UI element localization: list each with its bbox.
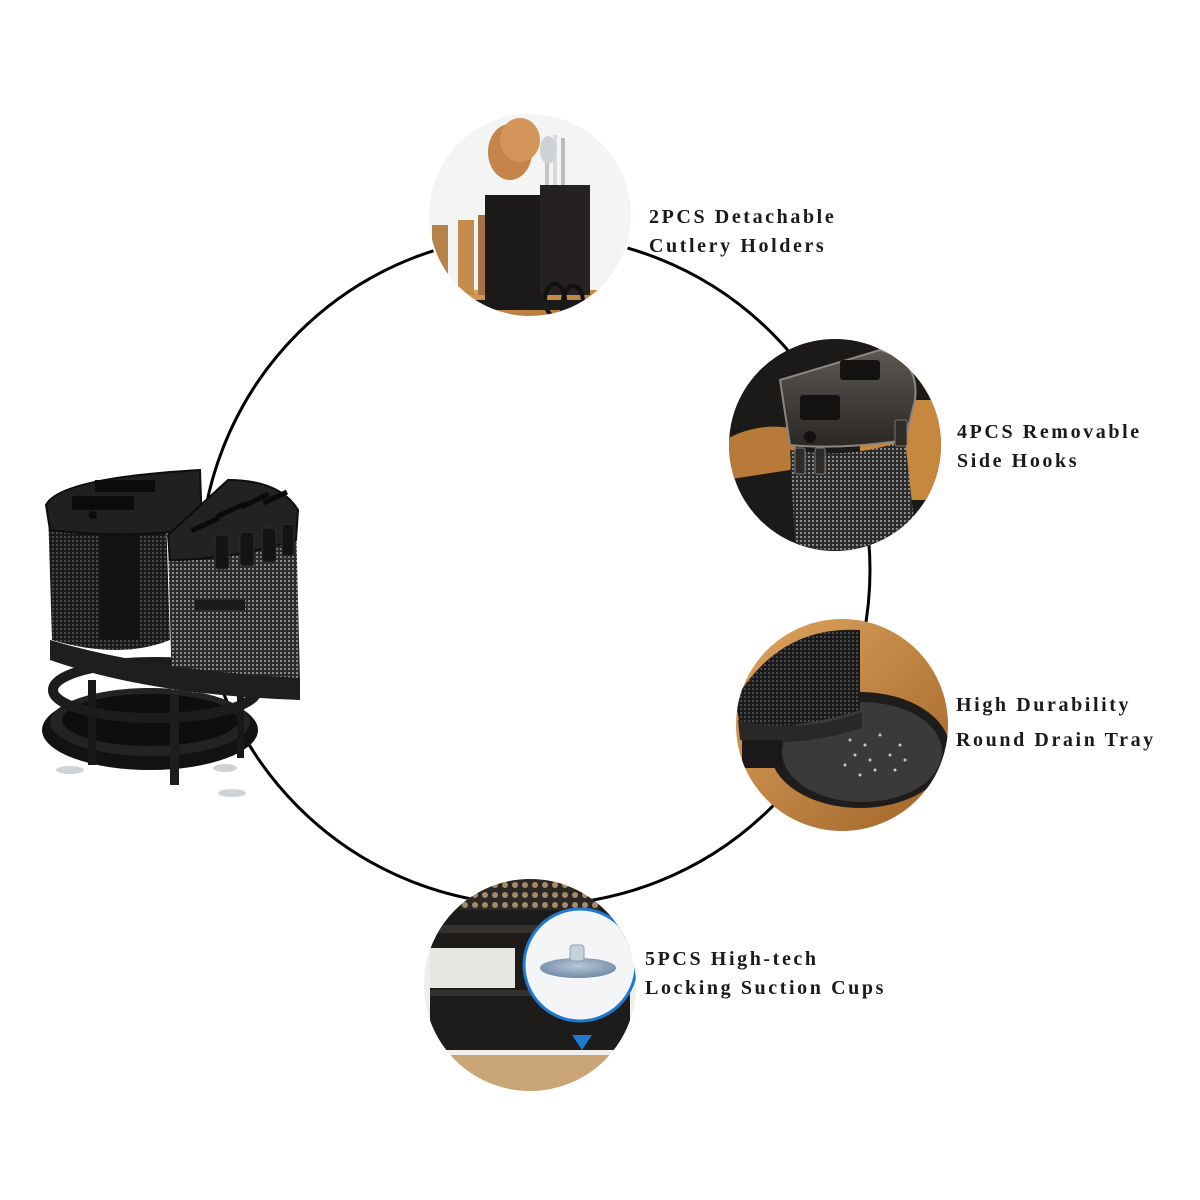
feature-caption-cutlery-holders: 2PCS Detachable Cutlery Holders <box>649 203 836 261</box>
feature-image-cutlery-holders <box>428 113 632 317</box>
caption-line-1: 4PCS Removable <box>957 421 1142 443</box>
feature-caption-drain-tray: High Durability Round Drain Tray <box>956 688 1156 758</box>
caption-line-1: 2PCS Detachable <box>649 206 837 228</box>
feature-caption-suction-cups: 5PCS High-tech Locking Suction Cups <box>645 945 886 1003</box>
feature-caption-side-hooks: 4PCS Removable Side Hooks <box>957 418 1142 476</box>
caption-line-2: Locking Suction Cups <box>645 977 886 999</box>
feature-image-suction-cups <box>424 879 636 1091</box>
connector-ring <box>198 233 872 907</box>
feature-circle-border <box>427 112 633 318</box>
feature-image-side-hooks <box>729 339 941 551</box>
caption-line-2: Side Hooks <box>957 450 1080 472</box>
caption-line-1: 5PCS High-tech <box>645 948 819 970</box>
feature-image-drain-tray <box>736 619 948 831</box>
caption-line-2: Round Drain Tray <box>956 729 1156 751</box>
main-product-image <box>42 468 300 797</box>
caption-line-1: High Durability <box>956 694 1132 716</box>
caption-line-2: Cutlery Holders <box>649 235 827 257</box>
